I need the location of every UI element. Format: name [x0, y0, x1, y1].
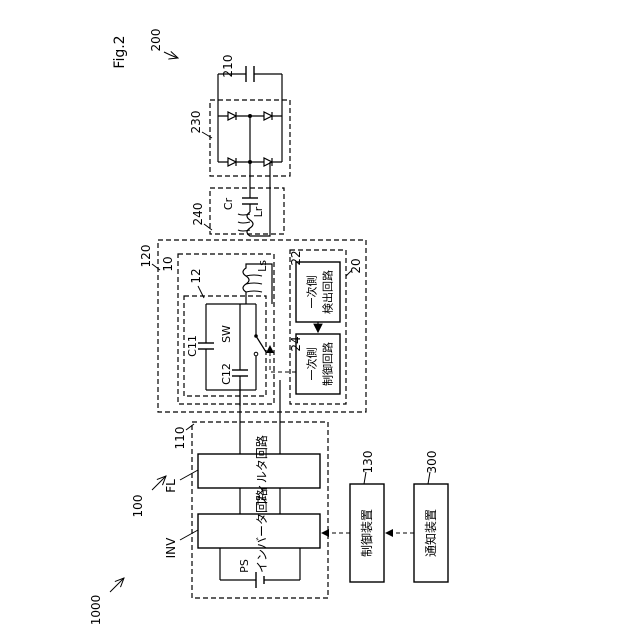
- inverter-ref: INV: [164, 537, 178, 559]
- c12-label: C12: [220, 363, 233, 385]
- unit-12-ref: 12: [189, 268, 203, 283]
- power-transmitter-ref-text: 100: [131, 495, 145, 518]
- notify-device-label: 通知装置: [424, 509, 438, 557]
- unit-110-leader: [186, 424, 194, 430]
- ps-label: PS: [238, 559, 251, 573]
- unit-230: 230: [189, 100, 290, 180]
- fig-label: Fig.2: [112, 35, 128, 68]
- unit-240-leader: [204, 224, 212, 230]
- detect-circuit-label-2: 検出回路: [321, 270, 335, 314]
- power-receiver-ref: 200: [149, 29, 178, 58]
- inverter-ref-leader: [180, 530, 198, 540]
- unit-130-ref: 130: [361, 451, 375, 474]
- ls-label: Ls: [256, 260, 269, 272]
- unit-300-ref: 300: [425, 451, 439, 474]
- sw-contact-b: [254, 352, 258, 356]
- detect-circuit-label-1: 一次側: [305, 276, 319, 309]
- unit-230-ref: 230: [189, 111, 203, 134]
- sw-blade: [256, 336, 266, 352]
- inverter-label: インバータ回路: [254, 489, 269, 573]
- unit-110: 110 フィルタ回路 FL インバータ回路 INV PS: [164, 422, 328, 598]
- unit-210-ref: 210: [221, 55, 235, 78]
- system-ref-leader: [110, 578, 124, 592]
- unit-24-ref: 24: [289, 336, 303, 351]
- control-circuit-label-1: 一次側: [305, 348, 319, 381]
- unit-120-ref: 120: [139, 245, 153, 268]
- control-device-label: 制御装置: [359, 509, 374, 557]
- unit-300: 通知装置 300: [414, 451, 448, 582]
- unit-110-ref: 110: [173, 427, 187, 450]
- lr-coil-loops: [238, 214, 250, 231]
- unit-240-ref: 240: [191, 203, 205, 226]
- unit-120: 120 10 12 C11 C12 SW: [139, 240, 366, 412]
- power-receiver-ref-leader: [164, 52, 178, 58]
- diode-1: [228, 112, 236, 120]
- lr-label: Lr: [252, 206, 265, 217]
- filter-ref-leader: [180, 470, 198, 480]
- unit-210: 210: [218, 55, 282, 116]
- unit-10-ref: 10: [161, 256, 175, 271]
- c11-label: C11: [186, 335, 199, 357]
- unit-130: 制御装置 130: [350, 451, 384, 582]
- system-ref: 1000: [89, 578, 124, 625]
- control-circuit-label-2: 制御回路: [321, 342, 335, 386]
- system-ref-text: 1000: [89, 595, 103, 626]
- unit-120-leader: [152, 264, 160, 270]
- diode-3: [228, 158, 236, 166]
- diode-2: [264, 112, 272, 120]
- cr-label: Cr: [222, 197, 235, 210]
- power-transmitter-ref: 100: [131, 476, 166, 517]
- unit-22-ref: 22: [289, 250, 303, 265]
- diode-4: [264, 158, 272, 166]
- bridge-node-top: [248, 114, 252, 118]
- sw-contact-a: [254, 334, 258, 338]
- power-receiver-ref-text: 200: [149, 29, 163, 52]
- unit-240: 240 Cr Lr: [191, 180, 284, 236]
- filter-ref: FL: [164, 479, 178, 493]
- sw-label: SW: [220, 325, 233, 343]
